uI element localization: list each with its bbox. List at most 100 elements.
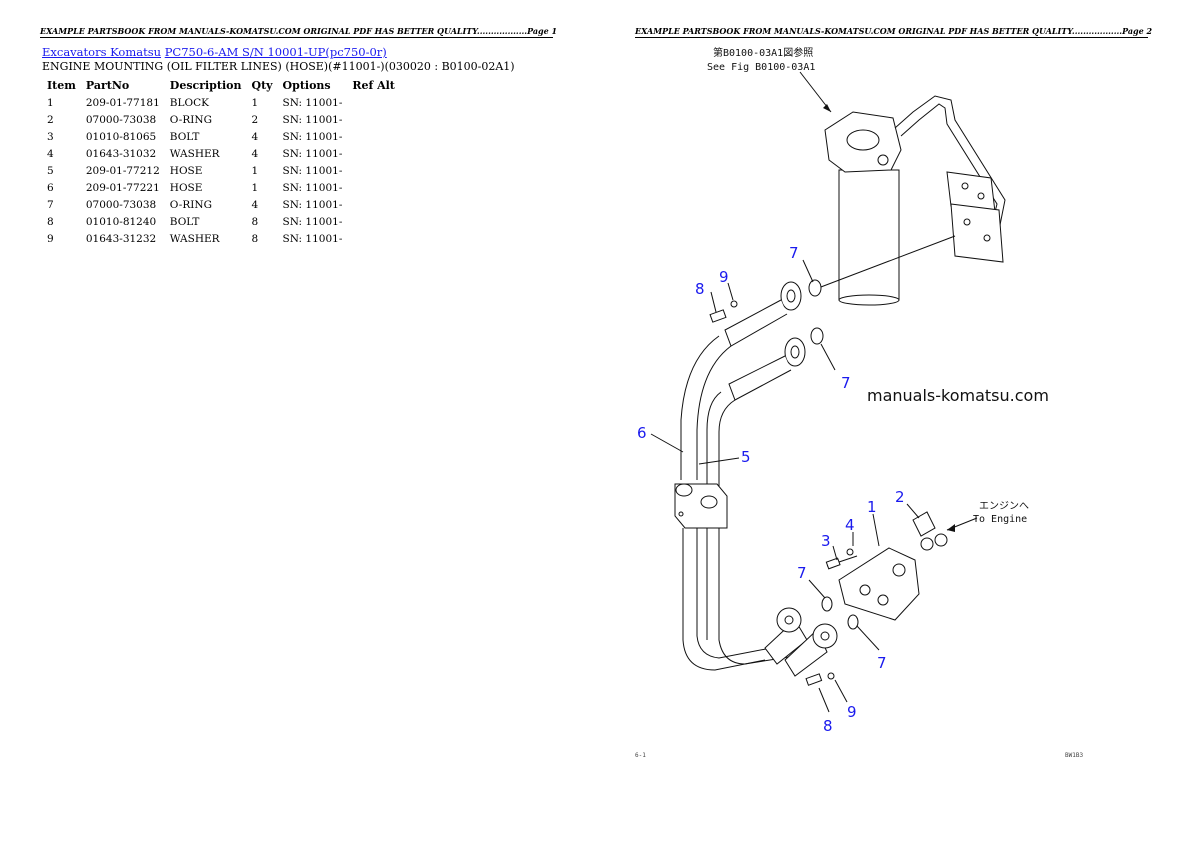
cell-qty: 8	[251, 215, 259, 228]
breadcrumb-link-model[interactable]: PC750-6-AM S/N 10001-UP(pc750-0r)	[164, 45, 387, 59]
table-header-row: Item PartNo Description Qty Options Ref …	[42, 77, 400, 94]
table-row: 9 01643-31232 WASHER 8 SN: 11001-	[42, 230, 400, 247]
oil-filter-drawing	[812, 95, 1006, 306]
cell-item: 1	[47, 96, 54, 109]
cell-item: 9	[47, 232, 54, 245]
cell-ref-alt	[347, 145, 400, 162]
callout-7: 7	[841, 374, 851, 392]
cell-qty: 1	[251, 181, 259, 194]
cell-qty: 8	[251, 232, 259, 245]
callout-7: 7	[877, 654, 887, 672]
callout-7: 7	[797, 564, 807, 582]
cell-partno: 209-01-77221	[85, 181, 160, 194]
cell-options: SN: 11001-	[282, 232, 343, 245]
page-header: EXAMPLE PARTSBOOK FROM MANUALS-KOMATSU.C…	[40, 26, 558, 38]
cell-qty: 1	[251, 164, 259, 177]
col-ref-alt: Ref Alt	[352, 78, 395, 92]
cell-partno: 209-01-77212	[85, 164, 160, 177]
cell-options: SN: 11001-	[282, 215, 343, 228]
block-drawing: エンジンへ To Engine	[825, 501, 1029, 621]
cell-qty: 2	[251, 113, 259, 126]
cell-description: O-RING	[169, 198, 212, 211]
col-item: Item	[47, 78, 76, 92]
cell-ref-alt	[347, 196, 400, 213]
col-description: Description	[169, 78, 242, 92]
callout-8: 8	[823, 717, 833, 735]
hose-lower-ends	[764, 596, 859, 686]
callout-leaders	[650, 259, 920, 713]
cell-ref-alt	[347, 230, 400, 247]
figure-footer-left: 6-1	[635, 752, 646, 759]
cell-options: SN: 11001-	[282, 113, 343, 126]
breadcrumb-link-category[interactable]: Excavators Komatsu	[42, 45, 162, 59]
cell-partno: 209-01-77181	[85, 96, 160, 109]
exploded-parts-diagram: 第B0100-03A1図参照 See Fig B0100-03A1	[635, 46, 1083, 759]
cell-item: 6	[47, 181, 54, 194]
breadcrumb: Excavators Komatsu PC750-6-AM S/N 10001-…	[42, 45, 387, 59]
cell-description: BLOCK	[169, 96, 209, 109]
callout-4: 4	[845, 516, 855, 534]
table-row: 5 209-01-77212 HOSE 1 SN: 11001-	[42, 162, 400, 179]
cell-description: WASHER	[169, 232, 220, 245]
cell-item: 8	[47, 215, 54, 228]
cell-qty: 4	[251, 147, 259, 160]
cell-qty: 4	[251, 198, 259, 211]
page-1: EXAMPLE PARTSBOOK FROM MANUALS-KOMATSU.C…	[40, 26, 558, 247]
callout-2: 2	[895, 488, 905, 506]
cell-ref-alt	[347, 179, 400, 196]
callout-6: 6	[637, 424, 647, 442]
cell-partno: 01643-31032	[85, 147, 157, 160]
reference-label-jp: 第B0100-03A1図参照	[713, 46, 813, 59]
callout-9: 9	[719, 268, 729, 286]
cell-options: SN: 11001-	[282, 198, 343, 211]
table-row: 8 01010-81240 BOLT 8 SN: 11001-	[42, 213, 400, 230]
cell-description: O-RING	[169, 113, 212, 126]
to-engine-label-en: To Engine	[973, 514, 1027, 525]
to-engine-label-jp: エンジンへ	[979, 501, 1029, 512]
table-row: 6 209-01-77221 HOSE 1 SN: 11001-	[42, 179, 400, 196]
cell-item: 2	[47, 113, 54, 126]
cell-qty: 1	[251, 96, 259, 109]
cell-item: 4	[47, 147, 54, 160]
cell-ref-alt	[347, 213, 400, 230]
table-row: 2 07000-73038 O-RING 2 SN: 11001-	[42, 111, 400, 128]
cell-options: SN: 11001-	[282, 147, 343, 160]
cell-ref-alt	[347, 162, 400, 179]
cell-options: SN: 11001-	[282, 181, 343, 194]
table-row: 1 209-01-77181 BLOCK 1 SN: 11001-	[42, 94, 400, 111]
callout-5: 5	[741, 448, 751, 466]
cell-options: SN: 11001-	[282, 96, 343, 109]
cell-description: HOSE	[169, 181, 203, 194]
cell-item: 5	[47, 164, 54, 177]
cell-partno: 01643-31232	[85, 232, 157, 245]
cell-description: BOLT	[169, 130, 200, 143]
col-options: Options	[282, 78, 331, 92]
figure-footer-right: BW1B3	[1065, 752, 1083, 759]
cell-qty: 4	[251, 130, 259, 143]
callout-8: 8	[695, 280, 705, 298]
cell-partno: 07000-73038	[85, 113, 157, 126]
hose-upper-ends	[680, 279, 824, 486]
callout-3: 3	[821, 532, 831, 550]
page-header: EXAMPLE PARTSBOOK FROM MANUALS-KOMATSU.C…	[635, 26, 1153, 38]
cell-ref-alt	[347, 111, 400, 128]
cell-description: HOSE	[169, 164, 203, 177]
cell-ref-alt	[347, 94, 400, 111]
section-title: ENGINE MOUNTING (OIL FILTER LINES) (HOSE…	[42, 60, 515, 73]
callout-9: 9	[847, 703, 857, 721]
cell-partno: 01010-81065	[85, 130, 157, 143]
cell-item: 7	[47, 198, 54, 211]
callout-1: 1	[867, 498, 877, 516]
parts-table: Item PartNo Description Qty Options Ref …	[42, 77, 400, 247]
cell-options: SN: 11001-	[282, 164, 343, 177]
cell-partno: 07000-73038	[85, 198, 157, 211]
table-row: 4 01643-31032 WASHER 4 SN: 11001-	[42, 145, 400, 162]
callout-7: 7	[789, 244, 799, 262]
cell-item: 3	[47, 130, 54, 143]
col-qty: Qty	[251, 78, 273, 92]
cell-partno: 01010-81240	[85, 215, 157, 228]
col-partno: PartNo	[85, 78, 130, 92]
cell-description: WASHER	[169, 147, 220, 160]
cell-description: BOLT	[169, 215, 200, 228]
